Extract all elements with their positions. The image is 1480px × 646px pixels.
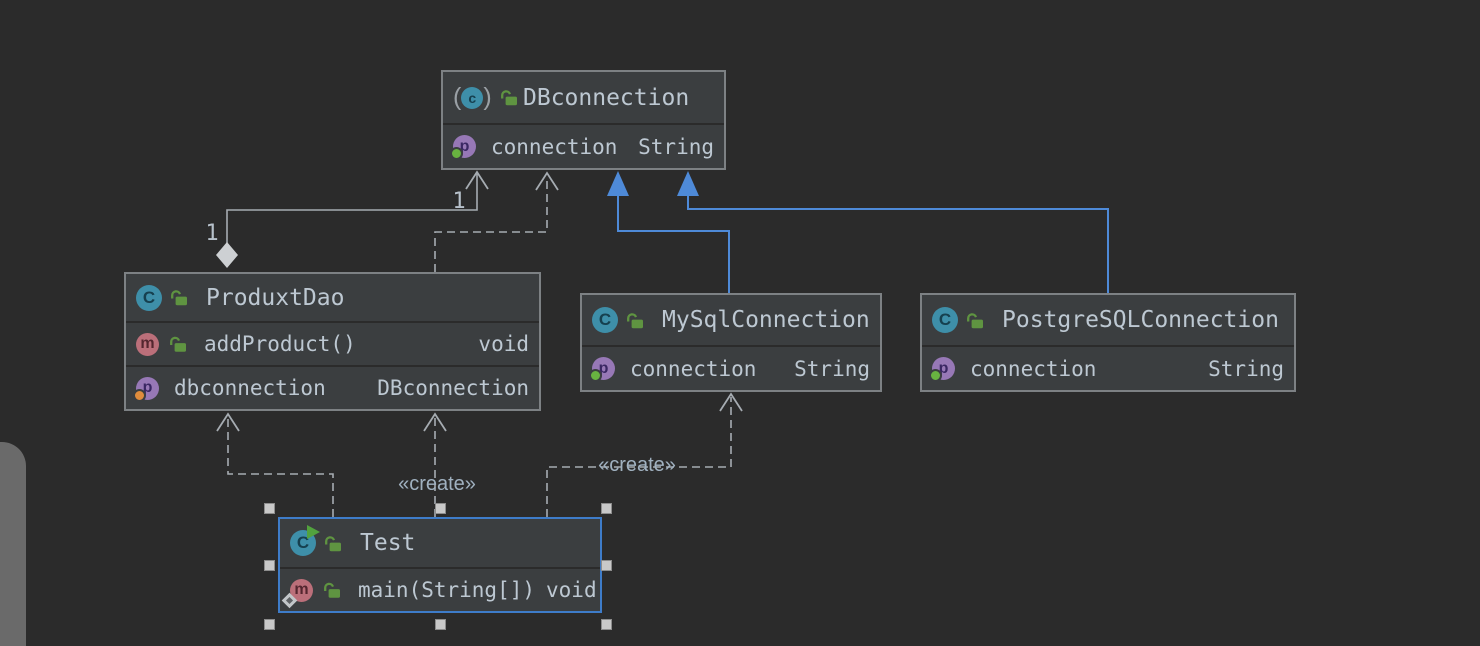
produxtdao-property-row[interactable]: p dbconnection DBconnection	[126, 365, 539, 409]
public-lock-icon	[168, 336, 187, 353]
member-type: String	[1208, 356, 1284, 381]
edge-test-creates-produxtdao-left[interactable]	[216, 412, 334, 517]
class-icon: C	[932, 307, 958, 333]
selection-handle[interactable]	[434, 502, 446, 514]
selection-handle[interactable]	[263, 618, 275, 630]
class-title: Test	[360, 530, 416, 556]
class-icon: C	[136, 284, 162, 311]
member-type: DBconnection	[377, 376, 529, 400]
member-type: String	[638, 134, 714, 159]
selection-handle[interactable]	[600, 559, 612, 571]
property-icon: p	[589, 357, 615, 382]
class-node-produxtdao[interactable]: C ProduxtDao m addProduct() void p dbconnect…	[124, 272, 541, 411]
test-method-row[interactable]: m main(String[]) void	[280, 567, 600, 611]
postgresqlconnection-property-row[interactable]: p connection String	[922, 345, 1294, 390]
produxtdao-method-row[interactable]: m addProduct() void	[126, 321, 539, 365]
header-icons: (c)	[453, 85, 518, 110]
header-icons: C	[136, 284, 188, 311]
selection-handle[interactable]	[600, 618, 612, 630]
public-lock-icon	[499, 89, 518, 106]
class-icon: C	[592, 307, 618, 333]
class-header[interactable]: C Test	[280, 519, 600, 567]
green-visibility-dot-icon	[450, 147, 463, 160]
class-node-dbconnection[interactable]: (c) DBconnection p connection String	[441, 70, 726, 170]
multiplicity-label: 1	[205, 221, 218, 246]
edge-test-creates-produxtdao-mid[interactable]: «create»	[398, 412, 476, 517]
mysqlconnection-property-row[interactable]: p connection String	[582, 345, 880, 390]
public-lock-icon	[625, 312, 644, 329]
public-lock-icon	[322, 582, 341, 599]
member-name: connection	[491, 134, 618, 159]
edge-mysqlconnection-extends-dbconnection[interactable]	[607, 171, 730, 293]
create-stereotype-label: «create»	[598, 454, 676, 476]
header-icons: C	[592, 307, 644, 333]
abstract-class-icon: (c)	[453, 83, 492, 111]
header-icons: C	[290, 525, 342, 556]
class-node-postgresqlconnection[interactable]: C PostgreSQLConnection p connection String	[920, 293, 1296, 392]
public-lock-icon	[965, 312, 984, 329]
class-title: DBconnection	[523, 84, 690, 111]
class-title: MySqlConnection	[662, 307, 870, 333]
green-visibility-dot-icon	[929, 369, 942, 382]
method-icon: m	[136, 332, 159, 356]
multiplicity-label: 1	[452, 189, 465, 214]
orange-visibility-dot-icon	[133, 388, 146, 402]
class-title: PostgreSQLConnection	[1002, 307, 1279, 333]
class-title: ProduxtDao	[206, 284, 345, 311]
run-triangle-icon	[307, 525, 320, 539]
member-type: void	[546, 578, 597, 602]
member-name: addProduct()	[204, 332, 356, 356]
edge-produxtdao-aggregates-dbconnection[interactable]: 11	[205, 170, 489, 268]
header-icons: C	[932, 307, 984, 333]
create-stereotype-label: «create»	[398, 473, 476, 495]
edge-produxtdao-depends-dbconnection[interactable]	[434, 171, 559, 272]
selection-handle[interactable]	[434, 618, 446, 630]
selection-handle[interactable]	[263, 502, 275, 514]
property-icon: p	[450, 135, 476, 160]
class-node-mysqlconnection[interactable]: C MySqlConnection p connection String	[580, 293, 882, 392]
edge-postgresqlconnection-extends-dbconnection[interactable]	[677, 171, 1109, 293]
green-visibility-dot-icon	[589, 369, 602, 382]
selection-handle[interactable]	[263, 559, 275, 571]
member-type: void	[478, 332, 529, 356]
member-name: dbconnection	[174, 376, 326, 400]
runnable-class-icon: C	[290, 525, 320, 556]
class-header[interactable]: C ProduxtDao	[126, 274, 539, 321]
property-icon: p	[133, 376, 159, 402]
edge-test-creates-mysqlconnection[interactable]: «create»	[546, 392, 743, 517]
class-header[interactable]: C MySqlConnection	[582, 295, 880, 345]
class-header[interactable]: (c) DBconnection	[443, 72, 724, 123]
selection-handle[interactable]	[600, 502, 612, 514]
member-type: String	[794, 356, 870, 381]
property-icon: p	[929, 357, 955, 382]
member-name: main(String[])	[358, 578, 536, 602]
member-name: connection	[630, 356, 757, 381]
class-node-test[interactable]: C Test m main(String[]) void	[278, 517, 602, 613]
public-lock-icon	[169, 289, 188, 306]
class-header[interactable]: C PostgreSQLConnection	[922, 295, 1294, 345]
collapsed-tool-window-handle[interactable]	[0, 442, 26, 646]
dbconnection-property-row[interactable]: p connection String	[443, 123, 724, 168]
public-lock-icon	[323, 535, 342, 552]
method-icon: m	[281, 578, 313, 608]
member-name: connection	[970, 356, 1097, 381]
